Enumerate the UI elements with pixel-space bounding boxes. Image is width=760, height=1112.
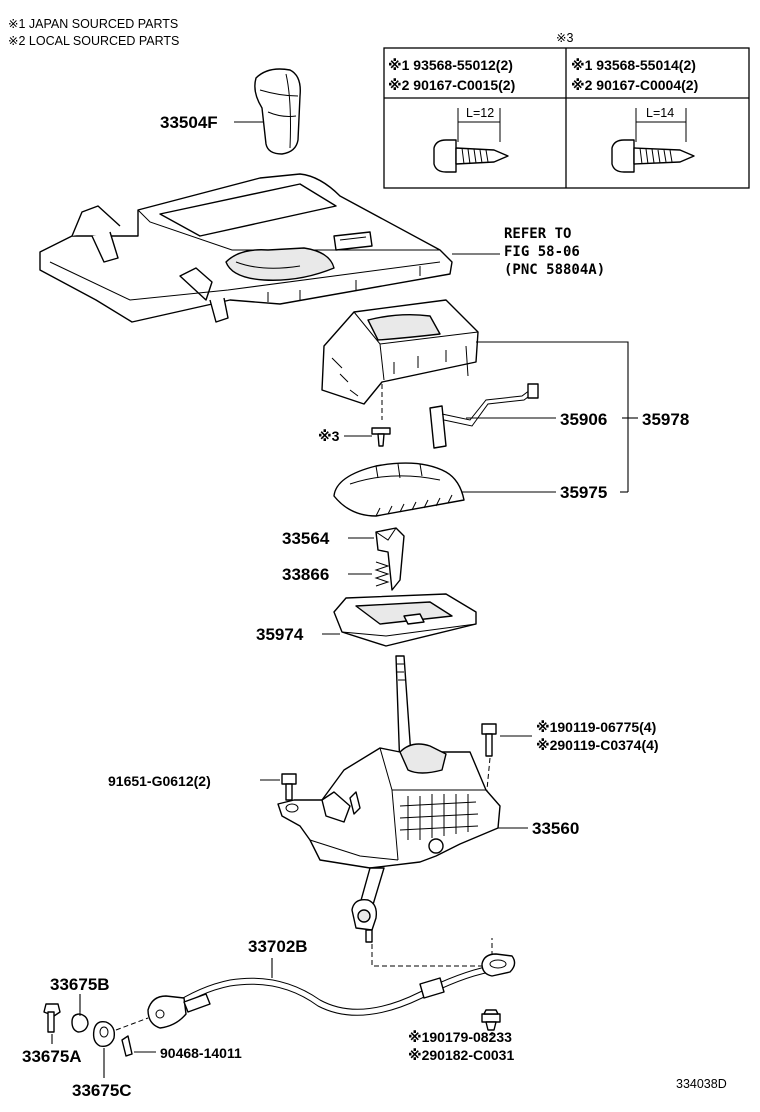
label-bolt-local: ※290119-C0374(4) (536, 737, 659, 753)
refer-line-1: REFER TO (504, 226, 571, 242)
screw-left-japan-part: ※1 93568-55012(2) (388, 57, 513, 73)
shift-cable-drawing (147, 953, 516, 1029)
shift-lock-button-drawing (375, 527, 405, 591)
tapping-screw-3-drawing (371, 427, 391, 447)
label-33560: 33560 (532, 819, 579, 838)
refer-line-2: FIG 58-06 (504, 244, 580, 260)
label-clip-local: ※290182-C0031 (408, 1047, 514, 1063)
screw-left-local-part: ※2 90167-C0015(2) (388, 77, 515, 93)
tapping-screw-l12-drawing (433, 108, 509, 173)
screw-left-length: L=12 (466, 106, 494, 120)
screw-right-local-part: ※2 90167-C0004(2) (571, 77, 698, 93)
screw-table: ※3 ※1 93568-55012(2) ※2 90167-C0015(2) ※… (383, 31, 750, 189)
shift-knob-drawing (254, 68, 301, 155)
indicator-housing-drawing (321, 299, 479, 405)
label-bolt-japan: ※190119-06775(4) (536, 719, 656, 735)
label-33675C: 33675C (72, 1081, 132, 1100)
label-33675A: 33675A (22, 1047, 82, 1066)
screw-right-length: L=14 (646, 106, 674, 120)
shift-lever-assembly-drawing (277, 743, 501, 869)
shift-lever-housing-drawing (333, 593, 477, 647)
label-clip-japan: ※190179-08233 (408, 1029, 512, 1045)
label-33564: 33564 (282, 529, 330, 548)
lever-arm-drawing (351, 867, 385, 943)
refer-line-3: (PNC 58804A) (504, 262, 605, 278)
wire-harness-drawing (429, 383, 539, 449)
label-33866: 33866 (282, 565, 329, 584)
label-35975: 35975 (560, 483, 607, 502)
label-91651: 91651-G0612(2) (108, 773, 211, 789)
legend-japan-note: ※1 JAPAN SOURCED PARTS (8, 17, 178, 31)
legend-local-note: ※2 LOCAL SOURCED PARTS (8, 34, 179, 48)
label-35906: 35906 (560, 410, 607, 429)
cable-end-parts-drawing (43, 1003, 149, 1057)
label-33504F: 33504F (160, 113, 218, 132)
console-panel-drawing (39, 173, 453, 323)
label-90468: 90468-14011 (160, 1045, 242, 1061)
label-33702B: 33702B (248, 937, 308, 956)
label-screw-3: ※3 (318, 428, 340, 444)
indicator-plate-drawing (333, 462, 465, 517)
figure-number: 334038D (676, 1077, 727, 1091)
label-35978: 35978 (642, 410, 689, 429)
cable-clip-drawing (481, 1009, 501, 1031)
bolt-right-drawing (481, 723, 497, 757)
label-35974: 35974 (256, 625, 304, 644)
tapping-screw-l14-drawing (611, 108, 695, 173)
label-33675B: 33675B (50, 975, 110, 994)
screw-table-mark: ※3 (556, 31, 573, 45)
bolt-left-drawing (281, 773, 297, 801)
compression-spring-drawing (374, 561, 390, 587)
screw-right-japan-part: ※1 93568-55014(2) (571, 57, 696, 73)
